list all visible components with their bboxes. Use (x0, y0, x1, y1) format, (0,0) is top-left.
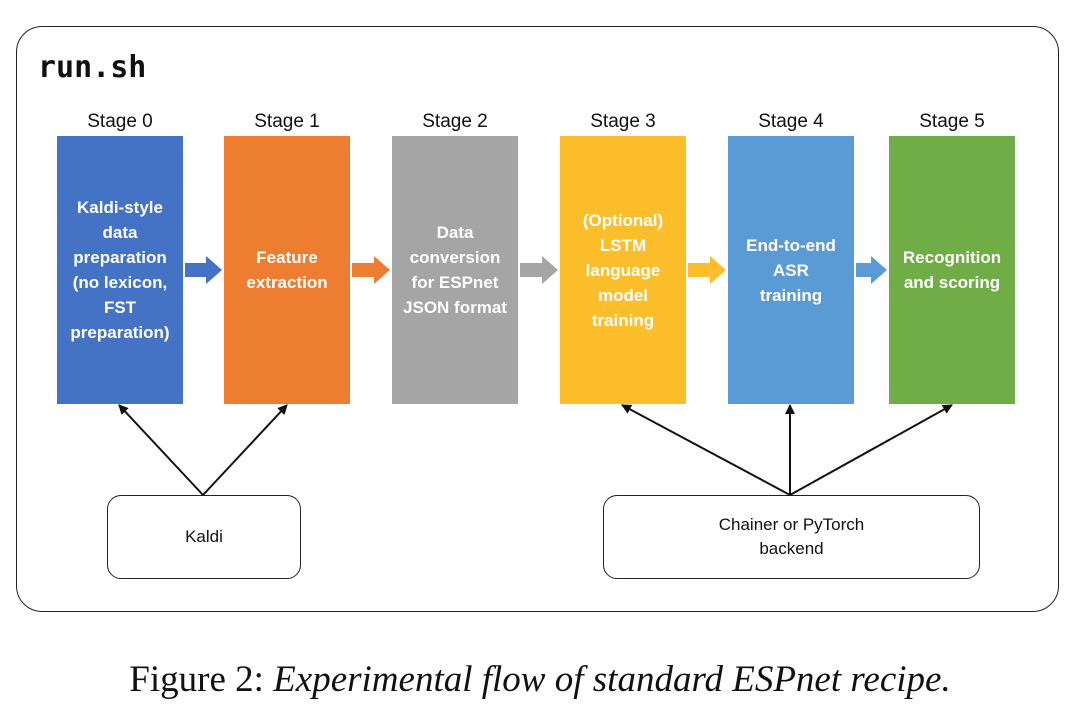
stage-4-label: Stage 4 (758, 111, 824, 132)
figure-caption: Figure 2: Experimental flow of standard … (0, 658, 1080, 701)
stage-2-box: Data conversion for ESPnet JSON format (392, 136, 518, 404)
stage-0-label: Stage 0 (87, 111, 153, 132)
stage-4-to-5-arrow (856, 256, 887, 284)
stage-4-box: End-to-end ASR training (728, 136, 854, 404)
run-script-container (16, 26, 1059, 612)
stage-1-label: Stage 1 (254, 111, 320, 132)
stage-3-box: (Optional) LSTM language model training (560, 136, 686, 404)
stage-0-box: Kaldi-style data preparation (no lexicon… (57, 136, 183, 404)
backend-to-stage-3-arrow (621, 404, 791, 496)
stage-0-to-1-arrow (185, 256, 222, 284)
backend-to-stage-5-arrow (789, 404, 953, 496)
stage-2-label: Stage 2 (422, 111, 488, 132)
stage-3-label: Stage 3 (590, 111, 656, 132)
stage-5-box: Recognition and scoring (889, 136, 1015, 404)
stage-1-box: Feature extraction (224, 136, 350, 404)
stage-5-label: Stage 5 (919, 111, 985, 132)
stage-2-to-3-arrow (520, 256, 558, 284)
kaldi-to-stage-0-arrow (118, 404, 204, 496)
backend-box: Chainer or PyTorch backend (603, 495, 980, 579)
stage-3-to-4-arrow (688, 256, 726, 284)
caption-text: Experimental flow of standard ESPnet rec… (273, 659, 951, 700)
script-title: run.sh (38, 50, 147, 85)
stage-1-to-2-arrow (352, 256, 390, 284)
caption-prefix: Figure 2: (129, 659, 274, 700)
kaldi-to-stage-1-arrow (202, 404, 288, 496)
kaldi-box: Kaldi (107, 495, 301, 579)
